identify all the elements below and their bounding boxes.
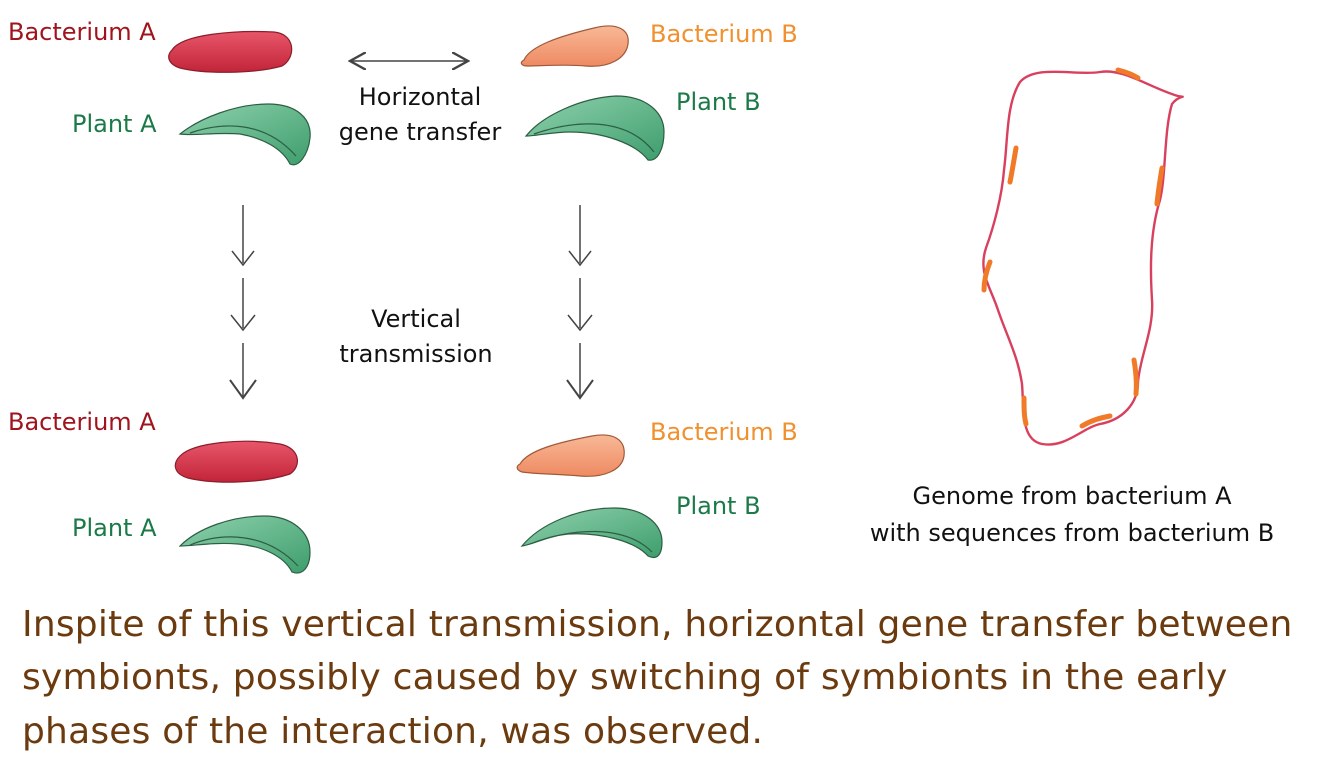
label-bacterium-b-bottom: Bacterium B — [650, 418, 798, 446]
label-vertical-transmission: Vertical transmission — [296, 302, 536, 372]
label-genome-line1: Genome from bacterium A — [912, 482, 1232, 510]
label-vertical-line1: Vertical — [371, 305, 461, 333]
slide-caption: Inspite of this vertical transmission, h… — [22, 598, 1312, 758]
bacterium-b-bottom — [516, 434, 625, 477]
caption-line-1: Inspite of this vertical transmission, h… — [22, 604, 1293, 645]
label-genome-line2: with sequences from bacterium B — [869, 519, 1275, 548]
label-bacterium-b-top: Bacterium B — [650, 20, 798, 48]
vertical-arrows-right — [566, 205, 594, 400]
label-vertical-line2: transmission — [339, 339, 493, 368]
plant-a-bottom — [178, 515, 311, 574]
label-horizontal-line1: Horizontal — [358, 83, 482, 111]
label-genome-caption: Genome from bacterium A with sequences f… — [842, 478, 1302, 552]
genome-ring — [982, 70, 1184, 446]
vertical-arrows-left — [229, 205, 257, 400]
bacterium-b-top — [520, 25, 629, 67]
bacterium-a-top — [168, 30, 293, 73]
caption-line-3: phases of the interaction, was observed. — [22, 710, 764, 752]
genome-inserted-sequences — [981, 67, 1165, 429]
label-horizontal-line2: gene transfer — [338, 117, 502, 146]
caption-line-2: symbionts, possibly caused by switching … — [22, 657, 1228, 699]
label-plant-b-top: Plant B — [676, 88, 761, 116]
plant-b-top — [524, 95, 665, 161]
label-plant-a-bottom: Plant A — [72, 514, 157, 542]
label-bacterium-a-bottom: Bacterium A — [8, 408, 156, 436]
bacterium-a-bottom — [174, 440, 298, 483]
label-plant-b-bottom: Plant B — [676, 492, 761, 520]
plant-b-bottom — [520, 507, 663, 559]
label-horizontal-gene-transfer: Horizontal gene transfer — [300, 80, 540, 150]
plant-a-top — [178, 103, 311, 166]
label-bacterium-a-top: Bacterium A — [8, 18, 156, 46]
label-plant-a-top: Plant A — [72, 110, 157, 138]
